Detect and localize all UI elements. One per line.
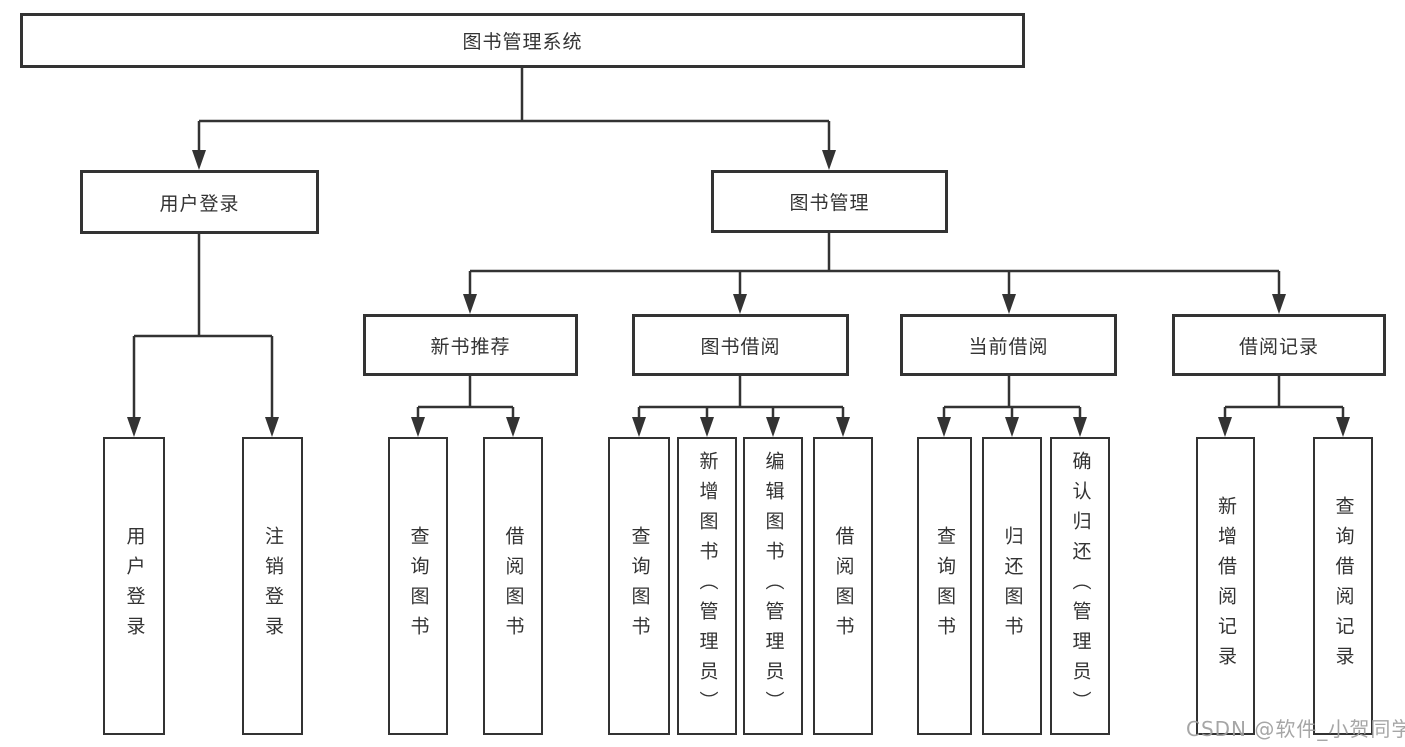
node-book-management: 图书管理 [711, 170, 948, 233]
node-library-management-system: 图书管理系统 [20, 13, 1025, 68]
node-book-borrowing: 图书借阅 [632, 314, 849, 376]
node-label: 查询图书 [628, 526, 651, 646]
node-label: 新增借阅记录 [1215, 496, 1237, 676]
node-label: 图书管理 [789, 192, 870, 214]
leaf-edit-books-admin: 编辑图书（管理员） [743, 437, 803, 735]
node-label: 图书借阅 [700, 335, 781, 358]
node-label: 用户登录 [123, 526, 146, 646]
leaf-query-books-recommend: 查询图书 [388, 437, 448, 735]
leaf-confirm-return-admin: 确认归还（管理员） [1050, 437, 1110, 735]
leaf-add-borrow-record: 新增借阅记录 [1196, 437, 1255, 735]
node-label: 注销登录 [262, 526, 284, 646]
node-label: 借阅记录 [1238, 335, 1319, 358]
node-label: 借阅图书 [502, 526, 525, 646]
csdn-watermark: CSDN @软件_小贺同学 [1186, 717, 1405, 741]
node-label: 归还图书 [1001, 526, 1024, 646]
leaf-borrow-books-recommend: 借阅图书 [483, 437, 543, 735]
node-current-borrowing: 当前借阅 [900, 314, 1117, 376]
leaf-query-books-borrowing: 查询图书 [608, 437, 670, 735]
node-label: 新增图书（管理员） [696, 451, 719, 721]
leaf-query-books-current: 查询图书 [917, 437, 972, 735]
node-label: 编辑图书（管理员） [762, 451, 785, 721]
node-label: 查询图书 [934, 526, 956, 646]
node-new-book-recommendation: 新书推荐 [363, 314, 578, 376]
leaf-return-books: 归还图书 [982, 437, 1042, 735]
leaf-user-login: 用户登录 [103, 437, 165, 735]
node-label: 当前借阅 [968, 335, 1049, 358]
leaf-logout: 注销登录 [242, 437, 303, 735]
node-label: 新书推荐 [430, 335, 511, 358]
node-label: 查询借阅记录 [1332, 496, 1355, 676]
leaf-query-borrow-record: 查询借阅记录 [1313, 437, 1373, 735]
node-label: 确认归还（管理员） [1069, 451, 1092, 721]
node-label: 借阅图书 [832, 526, 855, 646]
leaf-add-books-admin: 新增图书（管理员） [677, 437, 737, 735]
leaf-borrow-books-borrowing: 借阅图书 [813, 437, 873, 735]
node-label: 用户登录 [159, 192, 240, 215]
node-label: 查询图书 [407, 526, 430, 646]
node-user-login: 用户登录 [80, 170, 319, 234]
node-label: 图书管理系统 [462, 31, 583, 53]
node-borrowing-records: 借阅记录 [1172, 314, 1386, 376]
